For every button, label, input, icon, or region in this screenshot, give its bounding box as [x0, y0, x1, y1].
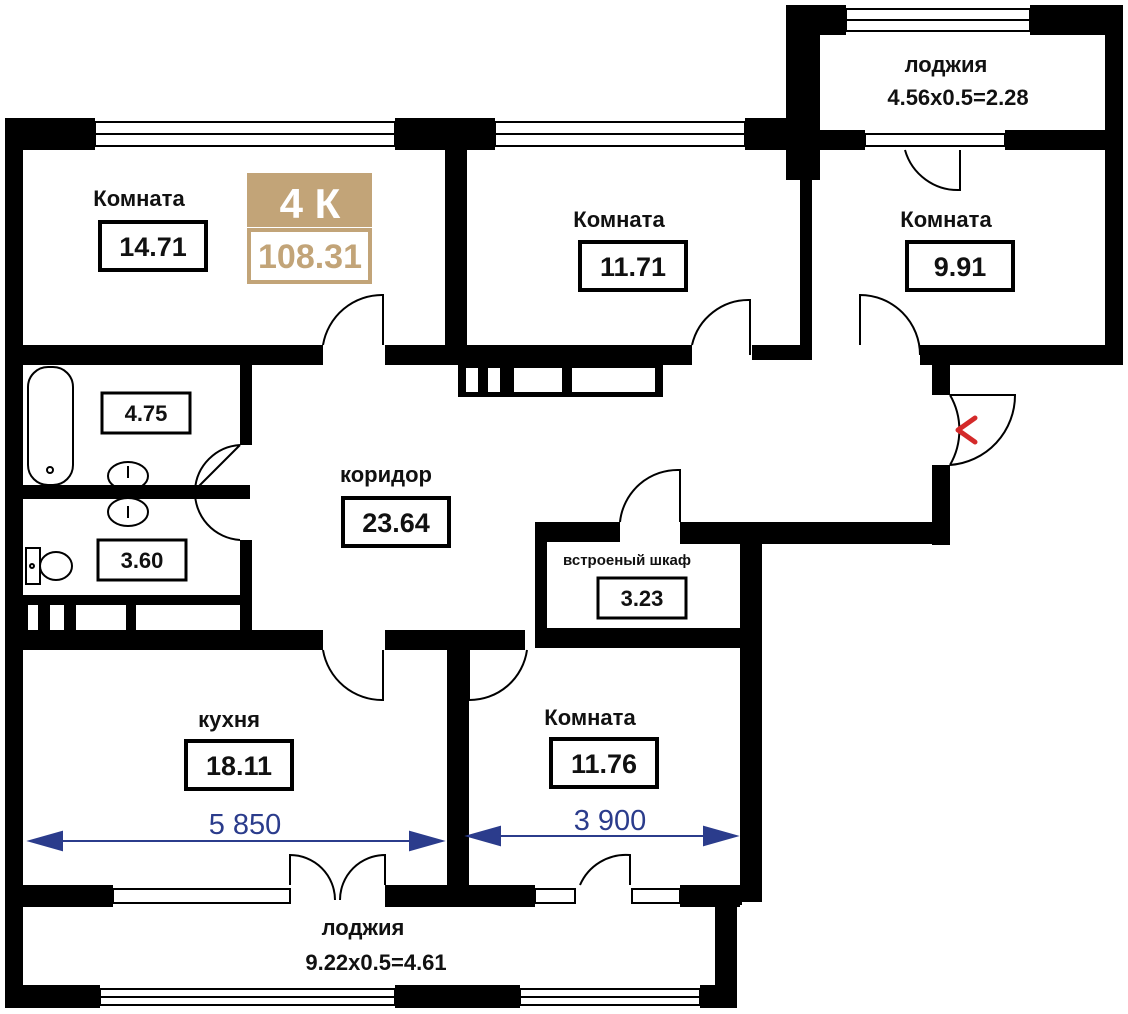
loggia-bottom-name: лоджия	[322, 915, 405, 940]
wc-area-box	[96, 538, 188, 582]
room4-area-box	[549, 737, 659, 789]
toilet-icon	[25, 547, 73, 585]
corridor-name: коридор	[340, 462, 432, 487]
room2-name: Комната	[573, 207, 665, 232]
room4-width-label: 3 900	[574, 805, 647, 837]
room3-name: Комната	[900, 207, 992, 232]
corridor-area-box	[341, 496, 451, 548]
kitchen-area-box	[184, 739, 294, 791]
cabinet-dividers	[28, 605, 240, 630]
room2-area: 11.71	[600, 252, 666, 282]
bathroom-area-box	[100, 391, 192, 435]
apartment-badge	[247, 173, 372, 284]
wc-area: 3.60	[121, 548, 164, 573]
bathroom-area: 4.75	[125, 401, 168, 426]
room1-area: 14.71	[119, 232, 187, 262]
room1-name: Комната	[93, 186, 185, 211]
closet-area-box	[596, 576, 688, 620]
apartment-total-area: 108.31	[258, 238, 362, 276]
room3-area: 9.91	[934, 252, 987, 282]
entrance-arrow-icon	[955, 415, 978, 445]
room4-name: Комната	[544, 705, 636, 730]
room4-area: 11.76	[571, 749, 637, 779]
closet-name: встроеный шкаф	[563, 552, 691, 569]
windows	[94, 8, 1031, 1006]
kitchen-area: 18.11	[206, 751, 272, 781]
dimension-lines	[26, 825, 740, 852]
corridor-area: 23.64	[362, 508, 430, 538]
loggia-bottom-formula: 9.22x0.5=4.61	[305, 950, 446, 975]
walls	[5, 5, 1123, 1008]
sink-icon	[107, 461, 149, 527]
kitchen-width-label: 5 850	[209, 809, 282, 841]
loggia-top-name: лоджия	[905, 52, 988, 77]
bathtub-icon	[27, 366, 74, 486]
closet-area: 3.23	[621, 586, 664, 611]
doors	[193, 149, 1017, 901]
room1-area-box	[98, 220, 208, 272]
shelving-slots	[466, 368, 655, 392]
room3-area-box	[905, 240, 1015, 292]
loggia-top-formula: 4.56x0.5=2.28	[887, 85, 1028, 110]
kitchen-name: кухня	[198, 707, 260, 732]
apartment-type: 4 К	[280, 180, 341, 227]
room2-area-box	[578, 240, 688, 292]
